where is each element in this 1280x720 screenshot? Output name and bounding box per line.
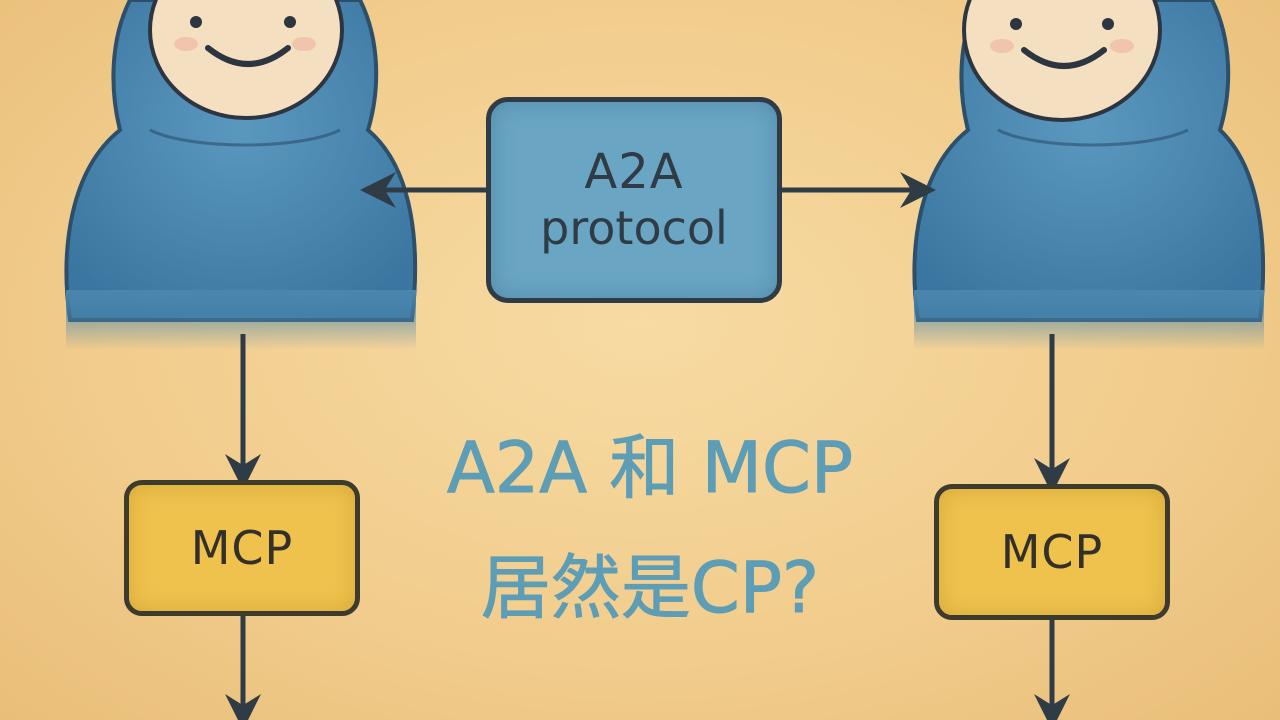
protocol-box-subtitle: protocol	[540, 201, 728, 255]
agent-right	[912, 0, 1265, 350]
mcp-box-left: MCP	[124, 480, 360, 616]
caption-line-2: 居然是CP?	[480, 547, 820, 629]
caption-line-1: A2A 和 MCP	[446, 427, 854, 509]
protocol-box-title: A2A	[584, 144, 684, 200]
agent-left	[64, 0, 418, 350]
mcp-box-right: MCP	[934, 484, 1170, 620]
a2a-protocol-box: A2A protocol	[486, 97, 782, 303]
